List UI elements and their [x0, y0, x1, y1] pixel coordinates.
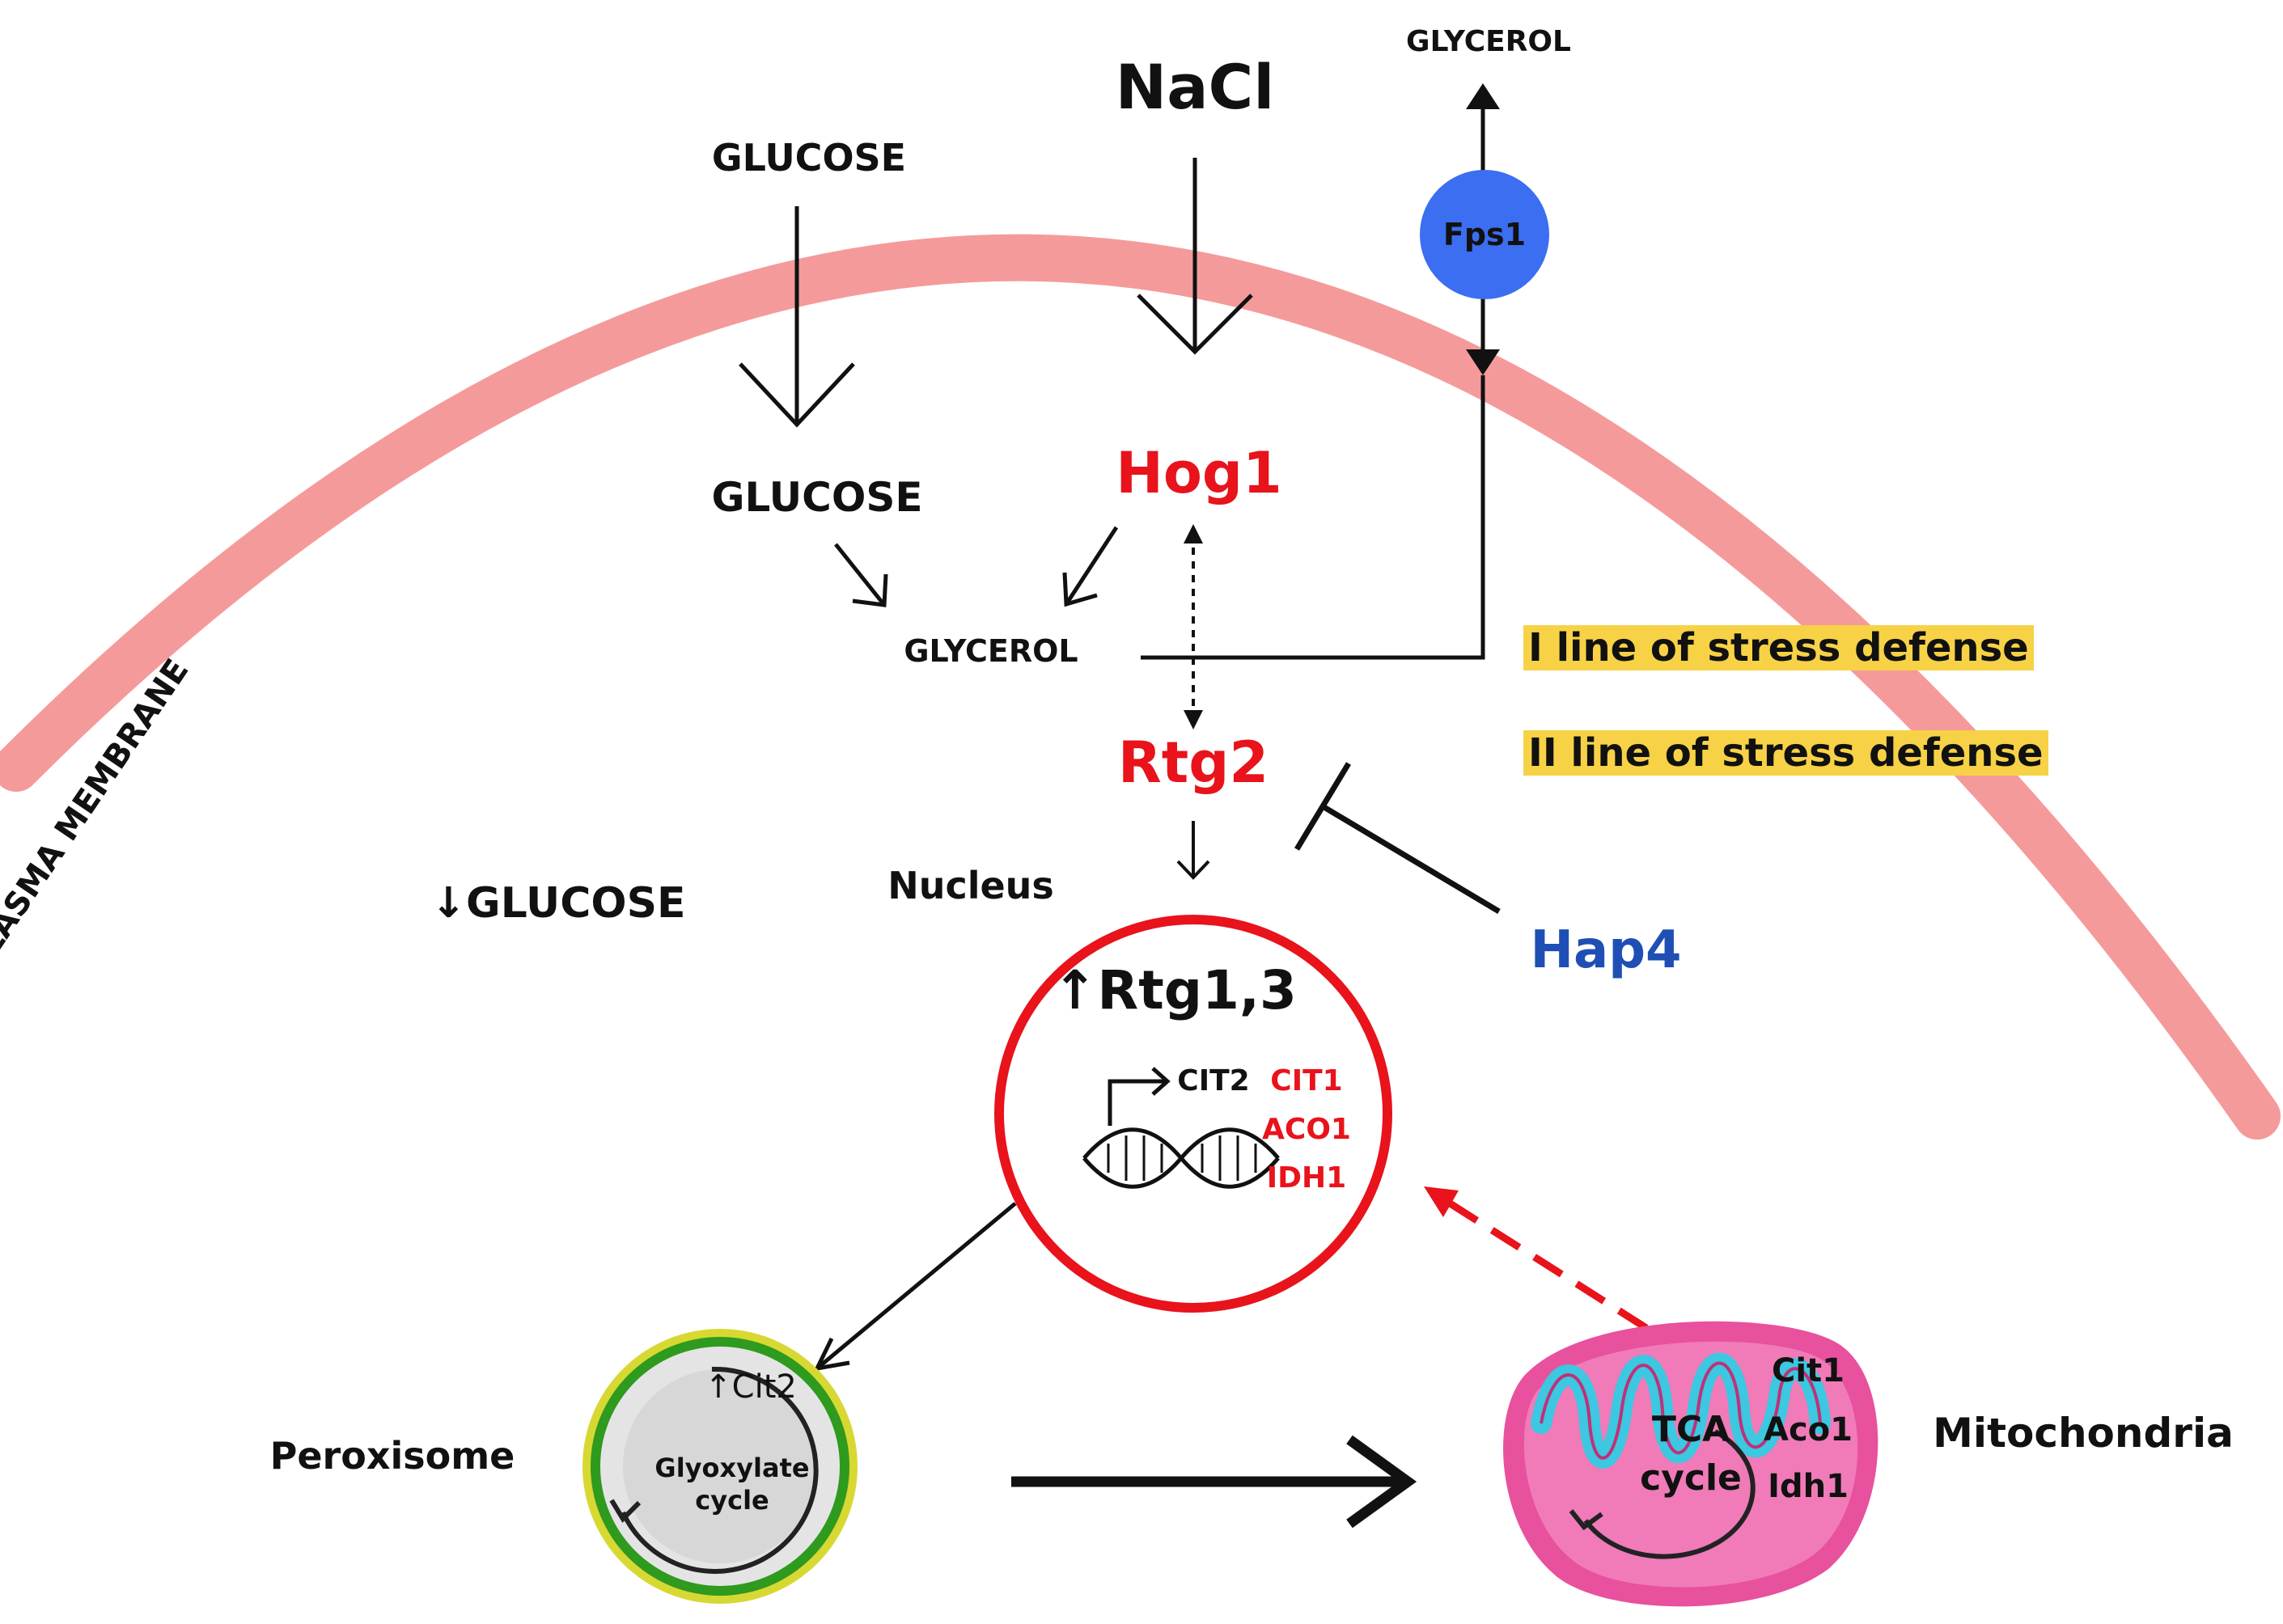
- mitochondria-label: Mitochondria: [1933, 1410, 2234, 1457]
- aco1-protein-label: Aco1: [1764, 1411, 1853, 1448]
- hog1-label: Hog1: [1116, 440, 1282, 506]
- nucleus-circle: [994, 915, 1392, 1313]
- glycerol-connector-line: [1141, 375, 1485, 660]
- idh1-gene-label: IDH1: [1266, 1161, 1347, 1195]
- glucose-influx-arrow: [739, 206, 855, 428]
- glycerol-extracellular-label: GLYCEROL: [1406, 25, 1571, 58]
- glyoxylate-label-line2: cycle: [695, 1485, 769, 1516]
- plasma-membrane-arc: [0, 234, 2281, 1140]
- cit1-gene-label: CIT1: [1270, 1064, 1343, 1097]
- glycerol-intracellular-label: GLYCEROL: [904, 633, 1078, 669]
- first-line-defense-label: I line of stress defense: [1523, 625, 2034, 670]
- rtg13-label: ↑Rtg1,3: [1053, 959, 1297, 1021]
- glucose-intracellular-label: GLUCOSE: [711, 474, 923, 521]
- glucose-to-glycerol-arrow: [834, 543, 888, 607]
- aco1-gene-label: ACO1: [1262, 1113, 1351, 1146]
- fps1-label: Fps1: [1442, 217, 1527, 252]
- retrograde-signal-arrow: [1424, 1186, 1649, 1331]
- glucose-extracellular-label: GLUCOSE: [711, 136, 907, 180]
- tca-label-line1: TCA: [1651, 1409, 1730, 1450]
- idh1-protein-label: Idh1: [1768, 1468, 1849, 1505]
- nucleus-label: Nucleus: [887, 864, 1054, 907]
- peroxisome-organelle: [582, 1329, 858, 1604]
- hap4-inhibition-line: [1294, 762, 1501, 915]
- second-line-defense-label: II line of stress defense: [1523, 730, 2048, 776]
- nacl-influx-arrow: [1137, 158, 1253, 355]
- low-glucose-label: ↓GLUCOSE: [430, 879, 686, 928]
- rtg2-to-nucleus-arrow: [1176, 821, 1210, 880]
- cit2-protein-label: ↑Cit2: [705, 1368, 797, 1406]
- hap4-label: Hap4: [1530, 920, 1682, 980]
- cit1-protein-label: Cit1: [1771, 1352, 1845, 1389]
- nucleus-to-peroxisome-arrow: [813, 1202, 1017, 1372]
- nacl-label: NaCl: [1115, 51, 1275, 123]
- fps1-channel-icon: [1420, 170, 1549, 299]
- rtg2-label: Rtg2: [1117, 730, 1269, 796]
- cit2-gene-label: CIT2: [1177, 1064, 1250, 1097]
- tca-label-line2: cycle: [1640, 1457, 1742, 1499]
- mitochondria-organelle: [1503, 1321, 1878, 1607]
- peroxisome-to-mitochondria-arrow: [1011, 1435, 1417, 1529]
- dna-helix-icon: [1082, 1127, 1280, 1189]
- promoter-arrow-icon: [1108, 1067, 1171, 1126]
- glyoxylate-label-line1: Glyoxylate: [654, 1453, 810, 1483]
- peroxisome-label: Peroxisome: [269, 1434, 515, 1478]
- hog1-to-glycerol-arrow: [1062, 526, 1119, 607]
